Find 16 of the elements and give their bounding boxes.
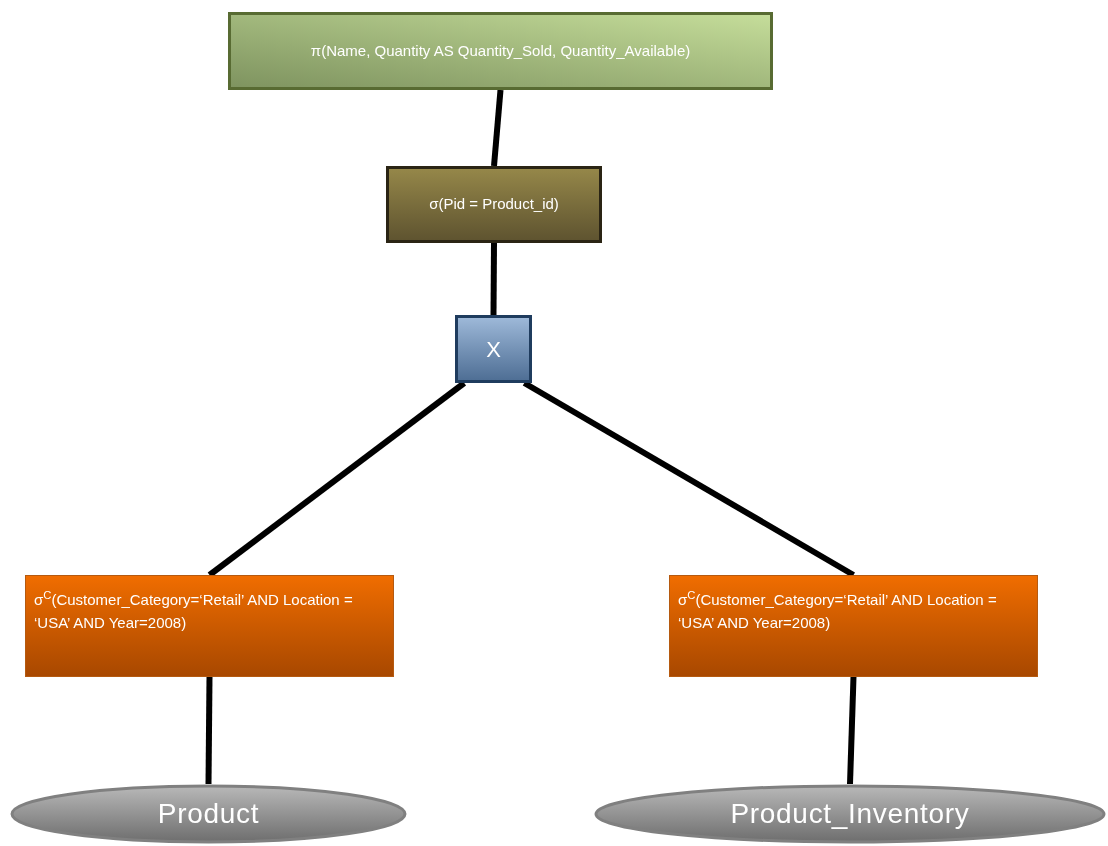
cross-product-box (455, 315, 532, 383)
operator-expression: σ$^{C}$(Customer_Category=‘Retail’ AND Location = ‘USA’ AND Year=2008) (678, 588, 998, 633)
operator-expression: X (485, 335, 502, 364)
connector-line (491, 89, 504, 167)
connector-line (205, 676, 213, 785)
projection-box (228, 12, 773, 90)
relation-name: Product_Inventory (730, 797, 970, 831)
selection-box (386, 166, 602, 243)
operator-expression: π(Name, Quantity AS Quantity_Sold, Quantity_Available) (309, 40, 692, 61)
relation-name: Product (157, 797, 260, 831)
selection-box (25, 575, 394, 677)
connector-line (490, 242, 497, 316)
operator-expression: σ(Pid = Product_id) (428, 194, 560, 215)
selection-box (669, 575, 1038, 677)
operator-expression: σ$^{C}$(Customer_Category=‘Retail’ AND Location = ‘USA’ AND Year=2008) (34, 588, 354, 633)
connector-line (847, 676, 857, 785)
